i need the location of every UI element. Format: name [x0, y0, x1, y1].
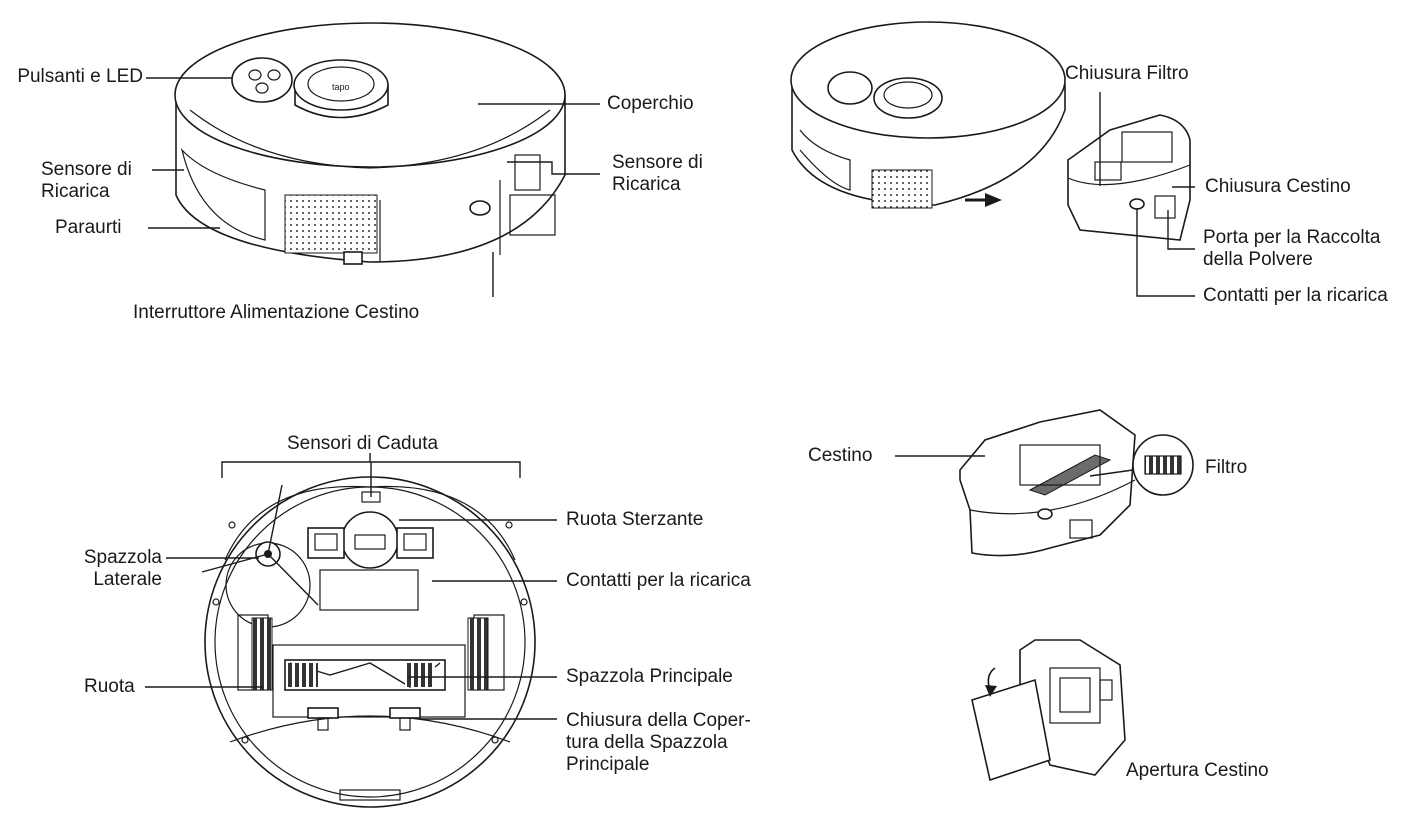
- label-main-brush: Spazzola Principale: [566, 666, 733, 687]
- label-bin-open: Apertura Cestino: [1126, 760, 1269, 781]
- label-charging-contacts-bottom: Contatti per la ricarica: [566, 570, 751, 591]
- label-filter-latch: Chiusura Filtro: [1065, 63, 1189, 84]
- robot-underside: [145, 453, 557, 808]
- label-wheel: Ruota: [84, 676, 135, 697]
- robot-bin-removal: [790, 21, 1195, 297]
- label-bin-power-switch: Interruttore Alimentazione Cestino: [133, 302, 420, 323]
- svg-text:tapo: tapo: [332, 82, 350, 92]
- label-caster-wheel: Ruota Sterzante: [566, 509, 704, 530]
- label-cover: Coperchio: [607, 93, 694, 114]
- label-bin-latch: Chiusura Cestino: [1205, 176, 1351, 197]
- robot-top-view: tapo: [146, 22, 600, 297]
- label-main-brush-cover-latch: Chiusura della Coper- tura della Spazzol…: [566, 710, 751, 775]
- label-bin: Cestino: [808, 445, 873, 466]
- label-dust-port: Porta per la Raccolta della Polvere: [1203, 227, 1381, 270]
- label-charge-sensor-left: Sensore di Ricarica: [41, 159, 132, 202]
- bin-opening: [971, 639, 1126, 782]
- bin-with-filter: [895, 409, 1194, 557]
- label-bumper: Paraurti: [55, 217, 122, 238]
- label-buttons-led: Pulsanti e LED: [17, 66, 143, 87]
- label-filter: Filtro: [1205, 457, 1248, 478]
- label-cliff-sensors: Sensori di Caduta: [287, 433, 439, 454]
- label-charging-contacts-bin: Contatti per la ricarica: [1203, 285, 1388, 306]
- label-charge-sensor-right: Sensore di Ricarica: [612, 152, 703, 195]
- label-side-brush: Spazzola Laterale: [83, 547, 162, 590]
